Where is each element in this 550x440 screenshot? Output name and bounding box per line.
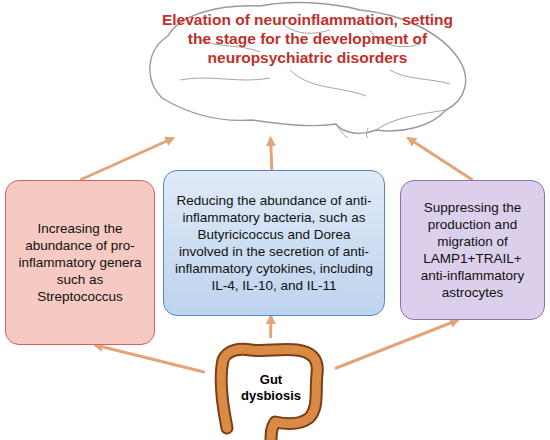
brain-line xyxy=(376,110,446,130)
brain-node: Elevation of neuroinflammation, setting … xyxy=(140,0,475,138)
flow-arrow xyxy=(271,138,272,170)
box-text: Reducing the abundance of anti-inflammat… xyxy=(172,192,376,294)
process-box: Suppressing the production and migration… xyxy=(400,180,545,320)
brain-line xyxy=(367,128,369,138)
flow-arrow xyxy=(335,320,458,369)
brain-line xyxy=(290,70,366,96)
brain-line xyxy=(150,3,466,134)
title-text: Elevation of neuroinflammation, setting … xyxy=(150,10,465,67)
flow-arrow xyxy=(95,345,205,372)
gut-label: Gut dysbiosis xyxy=(235,372,307,404)
gut-outline xyxy=(221,349,317,440)
flow-arrow xyxy=(408,138,473,180)
gut-node: Gut dysbiosis xyxy=(205,338,335,440)
brain-line xyxy=(390,70,450,84)
gut-fill xyxy=(221,349,317,440)
brain-line xyxy=(336,124,348,138)
box-text: Increasing the abundance of pro-inflamma… xyxy=(14,220,146,305)
box-text: Suppressing the production and migration… xyxy=(409,199,536,301)
process-box: Reducing the abundance of anti-inflammat… xyxy=(163,170,385,316)
brain-line xyxy=(180,78,270,80)
flow-arrow xyxy=(269,316,272,338)
flow-arrow xyxy=(80,138,174,180)
process-box: Increasing the abundance of pro-inflamma… xyxy=(5,180,155,345)
